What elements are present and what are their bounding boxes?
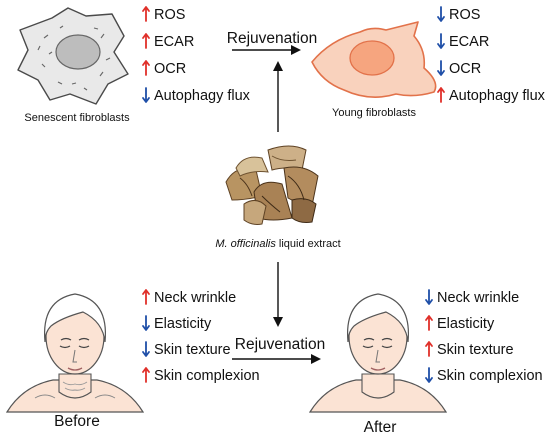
up-arrow-icon — [142, 6, 150, 22]
up-arrow-icon — [142, 33, 150, 49]
young-marker-label: ROS — [449, 7, 480, 23]
senescent-marker-label: ROS — [154, 7, 185, 23]
before-marker-label: Skin texture — [154, 342, 231, 358]
after-marker-label: Elasticity — [437, 316, 495, 332]
bark-extract-image — [225, 145, 319, 225]
down-arrow-icon — [437, 60, 445, 76]
cell-granules — [37, 25, 111, 91]
senescent-nucleus — [55, 34, 101, 70]
senescent-marker-label: ECAR — [154, 34, 194, 50]
before-caption: Before — [54, 413, 100, 430]
down-arrow-icon — [142, 87, 150, 103]
down-arrow-icon — [437, 33, 445, 49]
up-arrow-icon — [425, 341, 433, 357]
up-arrow-icon — [142, 289, 150, 305]
young-cell-icon — [311, 21, 437, 98]
up-arrow-icon — [142, 367, 150, 383]
young-marker-label: ECAR — [449, 34, 489, 50]
young-marker-label: OCR — [449, 61, 481, 77]
senescent-markers: ROS ECAR OCR Autophagy flux — [142, 6, 251, 104]
extract-caption: M. officinalis liquid extract — [215, 238, 340, 250]
before-face-icon — [5, 293, 145, 413]
young-nucleus — [349, 40, 395, 76]
extract-suffix: liquid extract — [276, 238, 341, 250]
up-arrow-icon — [425, 315, 433, 331]
up-arrow-icon — [142, 60, 150, 76]
down-arrow-icon — [142, 341, 150, 357]
before-marker-label: Elasticity — [154, 316, 212, 332]
down-arrow-icon — [437, 6, 445, 22]
senescent-marker-label: Autophagy flux — [154, 88, 251, 104]
young-markers: ROS ECAR OCR Autophagy flux — [437, 6, 546, 104]
down-arrow-icon — [425, 367, 433, 383]
after-marker-label: Neck wrinkle — [437, 290, 519, 306]
young-marker-label: Autophagy flux — [449, 88, 546, 104]
before-marker-label: Neck wrinkle — [154, 290, 236, 306]
after-face-icon — [308, 293, 448, 413]
senescent-marker-label: OCR — [154, 61, 186, 77]
bottom-rejuvenation-label: Rejuvenation — [235, 336, 325, 353]
senescent-cell-icon — [17, 7, 129, 105]
before-marker-label: Skin complexion — [154, 368, 260, 384]
extract-species: M. officinalis — [215, 238, 276, 250]
after-marker-label: Skin texture — [437, 342, 514, 358]
young-caption: Young fibroblasts — [332, 107, 416, 119]
up-arrow-icon — [437, 87, 445, 103]
senescent-caption: Senescent fibroblasts — [24, 112, 130, 124]
down-arrow-icon — [425, 289, 433, 305]
top-rejuvenation-label: Rejuvenation — [227, 30, 317, 47]
after-caption: After — [364, 419, 397, 436]
down-arrow-icon — [142, 315, 150, 331]
after-marker-label: Skin complexion — [437, 368, 543, 384]
